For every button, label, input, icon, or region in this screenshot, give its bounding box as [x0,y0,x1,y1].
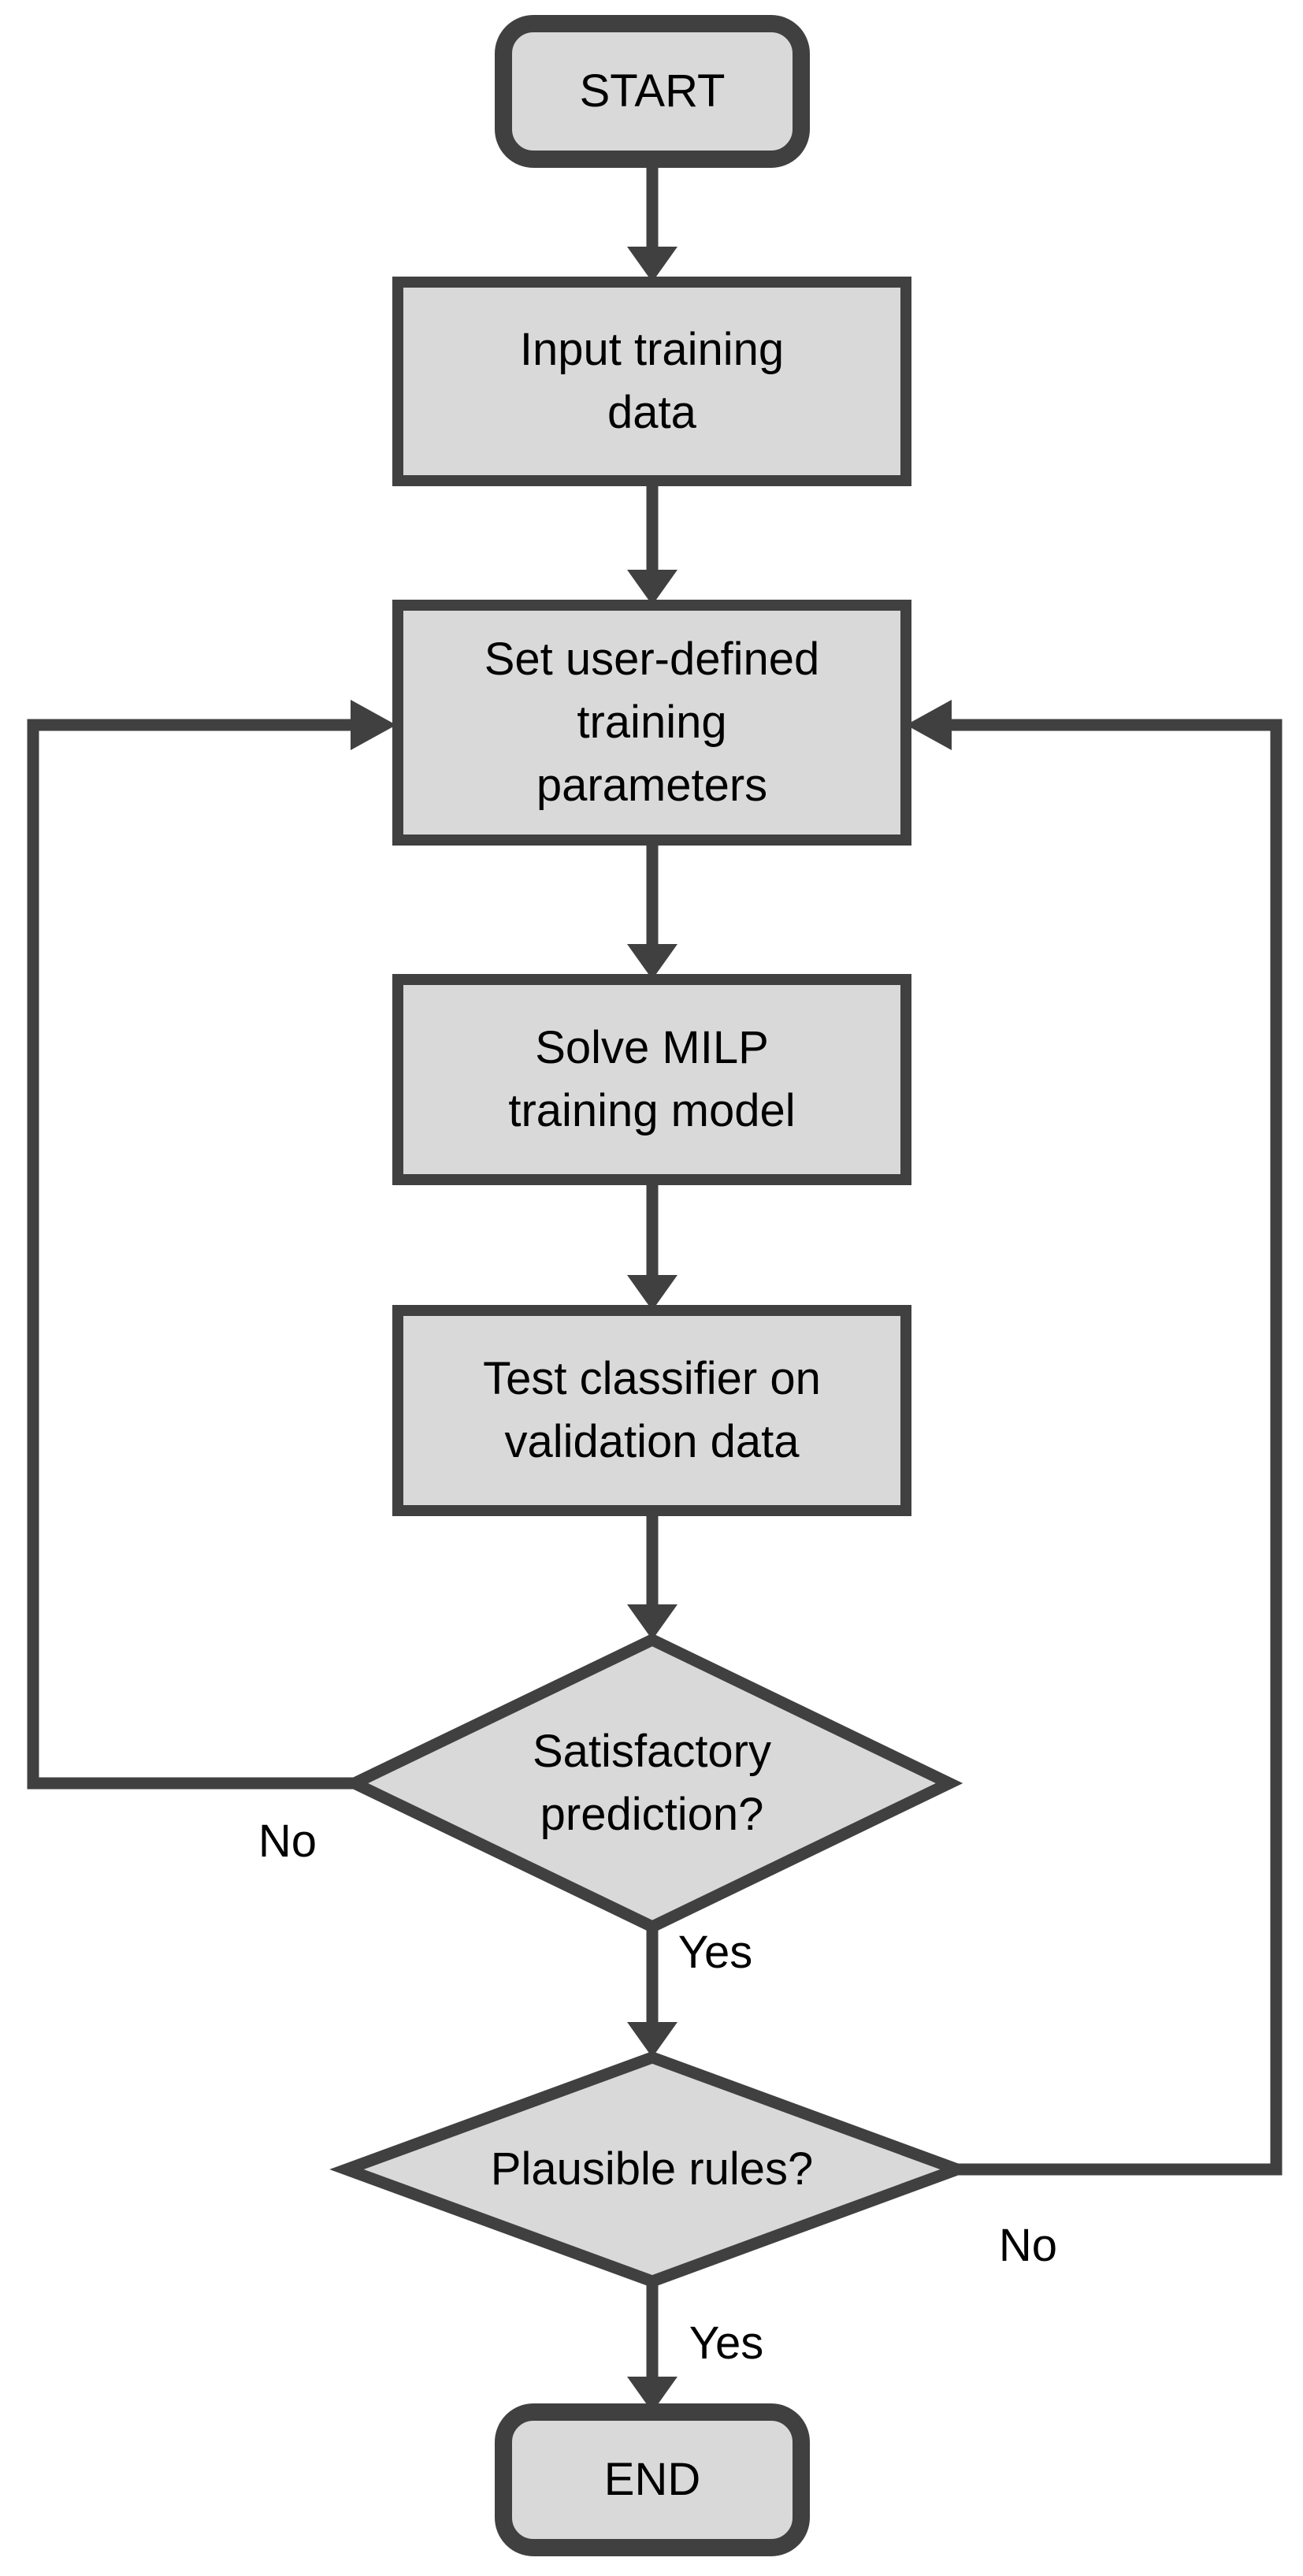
arrowhead-left-icon [906,700,952,750]
connector-start-to-input [627,159,677,282]
connector-plausible-no-loop [906,700,1283,2176]
plausible-rules-shape [329,2051,974,2288]
input-training-data-shape [392,277,911,486]
arrowhead-right-icon [351,700,396,750]
connector-solve-to-test [627,1180,677,1310]
connector-satisfactory-no-loop [27,700,396,1790]
arrowhead-down-icon [627,1604,677,1640]
start-terminator-shape [495,15,810,168]
connector-plausible-yes-to-end [627,2281,677,2412]
test-classifier-shape [392,1305,911,1516]
connector-satisfactory-yes-to-plausible [627,1927,677,2057]
end-terminator-shape [495,2403,810,2556]
set-training-parameters-shape [392,600,911,846]
arrowhead-down-icon [627,1275,677,1310]
solve-milp-model-shape [392,974,911,1185]
arrowhead-down-icon [627,2022,677,2057]
arrowhead-down-icon [627,570,677,605]
connector-set-params-to-solve [627,840,677,979]
connector-test-to-satisfactory [627,1511,677,1640]
arrowhead-down-icon [627,944,677,979]
arrowhead-down-icon [627,247,677,282]
connector-input-to-set-params [627,481,677,605]
satisfactory-prediction-shape [340,1633,963,1934]
arrowhead-down-icon [627,2377,677,2412]
